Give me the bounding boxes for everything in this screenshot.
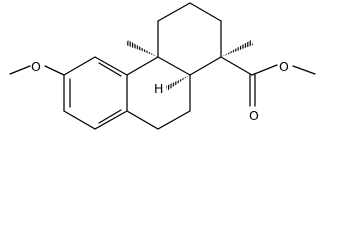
middle-ring: [126, 56, 191, 130]
carbonyl-oxygen-label: O: [249, 108, 259, 123]
bond-c1-carbonyl: [220, 56, 253, 76]
stereo-bonds: H: [126, 40, 253, 96]
bond-c6-c5: [63, 56, 96, 76]
structure-diagram: O H O O: [9, 2, 316, 130]
bond-c8a-c8: [94, 110, 128, 130]
bond-o-methyl: [292, 65, 316, 75]
bond-c5-c4b: [94, 56, 128, 76]
bond-c1-c10a: [189, 56, 222, 76]
hashed-h-10a: [166, 75, 190, 91]
bond-c3-c2: [189, 2, 222, 22]
hashed-methyl-4a: [126, 40, 158, 57]
bond-c8-c7: [63, 110, 96, 130]
methoxy-oxygen-label: O: [31, 59, 41, 74]
h-10a-label: H: [154, 81, 163, 96]
methoxy-group: O: [9, 59, 65, 76]
right-ring: [157, 2, 222, 76]
bond-o-aromatic: [44, 65, 65, 76]
bond-methyl-o: [9, 65, 31, 75]
bond-c10-c9: [157, 110, 191, 130]
bond-c4b-c4a: [126, 56, 159, 76]
ester-oxygen-label: O: [279, 59, 289, 74]
bond-c9-c8a: [126, 110, 159, 130]
bond-carbonyl-ether-o: [251, 64, 278, 76]
aromatic-ring: [63, 56, 128, 130]
ester-group: O O: [220, 56, 316, 123]
inner-double-bond-2: [98, 62, 122, 77]
hashed-methyl-1: [221, 40, 253, 57]
inner-double-bond-3: [98, 109, 122, 124]
bond-c4-c3: [157, 2, 191, 22]
bond-c4a-c10a: [157, 56, 191, 76]
